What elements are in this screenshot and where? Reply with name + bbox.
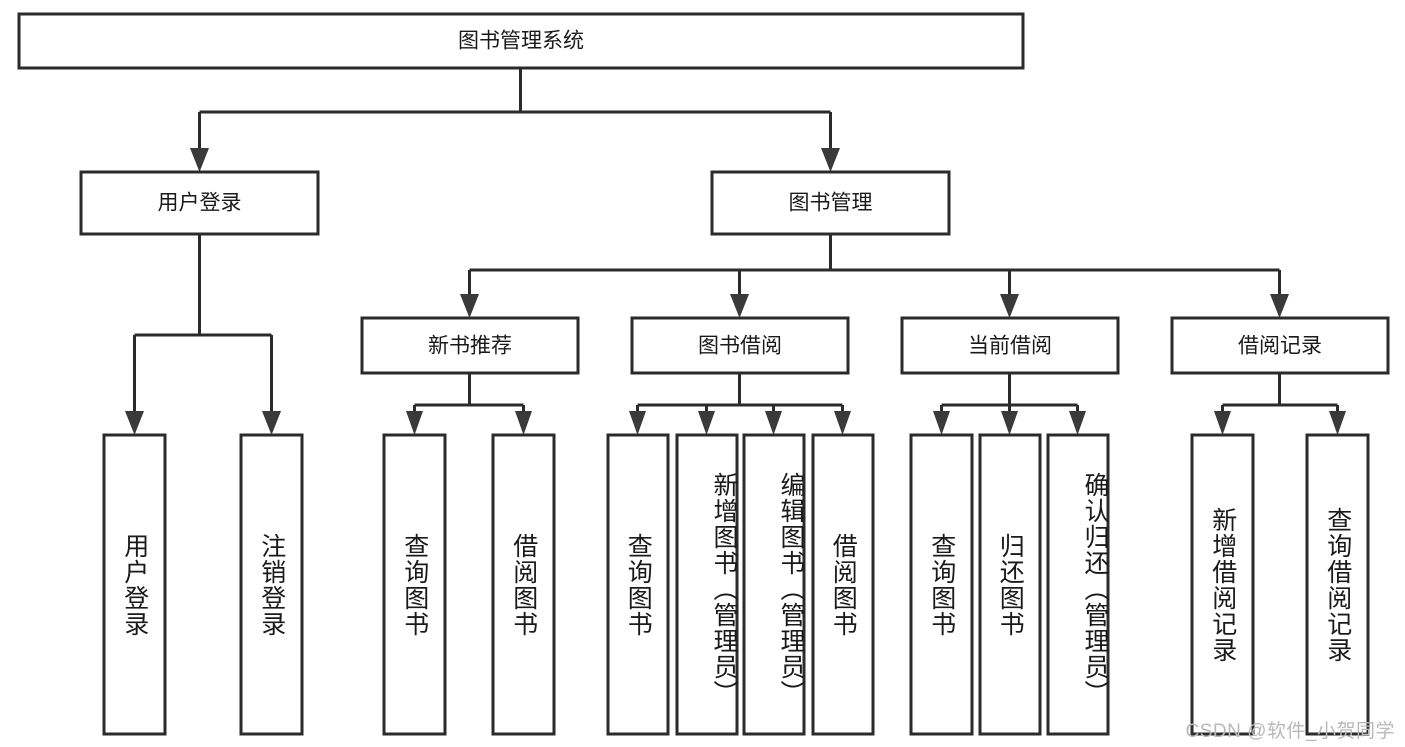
arrowhead-current-borrow: [1000, 294, 1019, 318]
arrowhead-new-book-leaf2: [515, 411, 532, 435]
arrowhead-book-borrow-leaf2: [698, 411, 715, 435]
node-borrow-record[interactable]: [1170, 316, 1390, 375]
arrowhead-user-login-leaf1: [125, 411, 144, 435]
node-current-borrow[interactable]: [900, 316, 1120, 375]
arrowhead-book-borrow-leaf1: [629, 411, 646, 435]
node-user-login[interactable]: [79, 170, 320, 236]
arrowhead-group: [125, 148, 1346, 435]
arrowhead-borrow-record: [1270, 294, 1289, 318]
label-user-login: 用户登录: [158, 192, 242, 215]
arrowhead-borrow-record-leaf1: [1214, 411, 1231, 435]
arrowhead-borrow-record-leaf2: [1329, 411, 1346, 435]
node-new-book-recommend[interactable]: [360, 316, 580, 375]
node-leaf-query-book-2[interactable]: [606, 433, 670, 736]
node-book-borrow[interactable]: [630, 316, 850, 375]
label-borrow-record: 借阅记录: [1238, 335, 1322, 358]
watermark-text: CSDN @软件_小贺同学: [1185, 721, 1395, 742]
node-box-group: [17, 12, 1390, 736]
label-book-borrow: 图书借阅: [698, 335, 782, 358]
arrowhead-current-borrow-leaf3: [1069, 411, 1086, 435]
node-leaf-query-borrow-record[interactable]: [1305, 433, 1370, 736]
arrowhead-book-mgmt: [821, 148, 840, 172]
node-leaf-add-book-admin[interactable]: [675, 433, 739, 736]
label-book-management: 图书管理: [789, 192, 873, 215]
node-leaf-add-borrow-record[interactable]: [1190, 433, 1255, 736]
arrowhead-current-borrow-leaf2: [1001, 411, 1018, 435]
arrowhead-user-login: [190, 148, 209, 172]
node-label-group: 图书管理系统 用户登录 图书管理 新书推荐 图书借阅 当前借阅 借阅记录: [158, 30, 1323, 358]
label-current-borrow: 当前借阅: [968, 335, 1052, 358]
node-leaf-return-book[interactable]: [978, 433, 1042, 736]
arrowhead-new-book: [460, 294, 479, 318]
node-root[interactable]: [17, 12, 1025, 70]
arrowhead-new-book-leaf1: [406, 411, 423, 435]
node-leaf-query-book-1[interactable]: [382, 433, 447, 736]
arrowhead-book-borrow-leaf4: [834, 411, 851, 435]
node-leaf-confirm-return-admin[interactable]: [1046, 433, 1110, 736]
arrowhead-book-borrow: [730, 294, 749, 318]
label-new-book-recommend: 新书推荐: [428, 335, 512, 358]
node-leaf-borrow-book-1[interactable]: [491, 433, 556, 736]
arrowhead-current-borrow-leaf1: [933, 411, 950, 435]
arrowhead-book-borrow-leaf3: [765, 411, 782, 435]
node-leaf-user-logout[interactable]: [239, 433, 304, 736]
node-leaf-borrow-book-2[interactable]: [811, 433, 875, 736]
label-root: 图书管理系统: [458, 30, 584, 53]
arrowhead-user-login-leaf2: [262, 411, 281, 435]
node-book-management[interactable]: [710, 170, 951, 236]
node-leaf-query-book-3[interactable]: [909, 433, 974, 736]
node-leaf-edit-book-admin[interactable]: [742, 433, 806, 736]
node-leaf-user-login[interactable]: [102, 433, 167, 736]
